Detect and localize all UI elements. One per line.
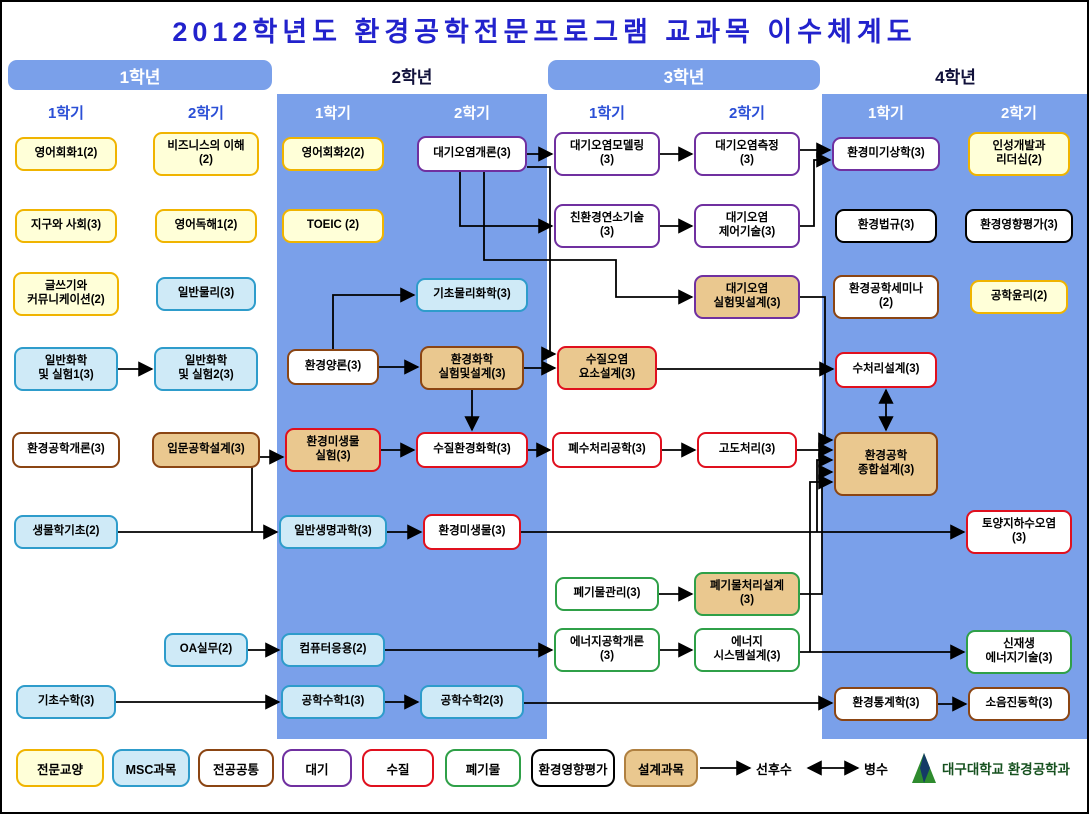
course-box: 폐기물처리설계 (3) xyxy=(694,572,800,616)
course-box: 에너지공학개론 (3) xyxy=(554,628,660,672)
page-title: 2012학년도 환경공학전문프로그램 교과목 이수체계도 xyxy=(172,17,917,47)
year2-header: 2학년 xyxy=(391,67,433,87)
course-box: 대기오염 제어기술(3) xyxy=(694,204,800,248)
course-box: 지구와 사회(3) xyxy=(15,209,117,243)
semester-label-2: 2학기 xyxy=(188,105,224,122)
semester-label-5: 1학기 xyxy=(589,105,625,122)
course-box: 환경법규(3) xyxy=(835,209,937,243)
course-box: 일반화학 및 실험1(3) xyxy=(14,347,118,391)
course-box: 환경공학개론(3) xyxy=(12,432,120,468)
legend-item-eia: 환경영향평가 xyxy=(531,749,615,787)
course-box: 에너지 시스템설계(3) xyxy=(694,628,800,672)
course-box: 영어독해1(2) xyxy=(155,209,257,243)
course-box: 일반물리(3) xyxy=(156,277,256,311)
year4-header: 4학년 xyxy=(935,67,976,87)
course-box: 폐수처리공학(3) xyxy=(552,432,662,468)
course-box: 대기오염모델링 (3) xyxy=(554,132,660,176)
university-logo-icon xyxy=(912,753,936,783)
corequisite-arrow-label: 병수 xyxy=(864,761,888,777)
course-box: 입문공학설계(3) xyxy=(152,432,260,468)
course-box: 환경통계학(3) xyxy=(834,687,938,721)
course-box: 컴퓨터응용(2) xyxy=(281,633,385,667)
course-box: TOEIC (2) xyxy=(282,209,384,243)
semester-label-6: 2학기 xyxy=(729,105,765,122)
course-box: 친환경연소기술 (3) xyxy=(554,204,660,248)
course-box: 환경미생물(3) xyxy=(423,514,521,550)
course-box: 비즈니스의 이해 (2) xyxy=(153,132,259,176)
year3-header: 3학년 xyxy=(548,60,820,90)
course-box: OA실무(2) xyxy=(164,633,248,667)
course-box: 글쓰기와 커뮤니케이션(2) xyxy=(13,272,119,316)
course-box: 대기오염개론(3) xyxy=(417,136,527,172)
semester-label-3: 1학기 xyxy=(315,105,351,122)
course-box: 토양지하수오염 (3) xyxy=(966,510,1072,554)
semester-label-8: 2학기 xyxy=(1001,105,1037,122)
course-box: 환경공학 종합설계(3) xyxy=(834,432,938,496)
legend-item-air: 대기 xyxy=(282,749,352,787)
course-box: 환경영향평가(3) xyxy=(965,209,1073,243)
legend-item-liberal: 전문교양 xyxy=(16,749,104,787)
course-box: 대기오염측정 (3) xyxy=(694,132,800,176)
course-box: 수질오염 요소설계(3) xyxy=(557,346,657,390)
course-box: 공학윤리(2) xyxy=(970,280,1068,314)
course-box: 신재생 에너지기술(3) xyxy=(966,630,1072,674)
course-box: 공학수학2(3) xyxy=(420,685,524,719)
course-box: 공학수학1(3) xyxy=(281,685,385,719)
course-box: 환경공학세미나 (2) xyxy=(833,275,939,319)
course-box: 기초물리화학(3) xyxy=(416,278,528,312)
course-box: 수처리설계(3) xyxy=(835,352,937,388)
course-box: 환경미기상학(3) xyxy=(832,137,940,171)
university-department-label: 대구대학교 환경공학과 xyxy=(942,762,1070,777)
legend-item-major: 전공공통 xyxy=(198,749,274,787)
course-box: 환경양론(3) xyxy=(287,349,379,385)
semester-label-1: 1학기 xyxy=(48,105,84,122)
semester-label-7: 1학기 xyxy=(868,105,904,122)
legend-item-msc: MSC과목 xyxy=(112,749,190,787)
course-box: 고도처리(3) xyxy=(697,432,797,468)
course-box: 일반화학 및 실험2(3) xyxy=(154,347,258,391)
course-box: 인성개발과 리더십(2) xyxy=(968,132,1070,176)
course-box: 대기오염 실험및설계(3) xyxy=(694,275,800,319)
year1-header: 1학년 xyxy=(8,60,272,90)
course-box: 일반생명과학(3) xyxy=(279,515,387,549)
course-box: 기초수학(3) xyxy=(16,685,116,719)
course-box: 생물학기초(2) xyxy=(14,515,118,549)
prerequisite-arrow-label: 선후수 xyxy=(756,761,792,777)
legend-item-design: 설계과목 xyxy=(624,749,698,787)
course-box: 폐기물관리(3) xyxy=(555,577,659,611)
course-box: 환경화학 실험및설계(3) xyxy=(420,346,524,390)
semester-label-4: 2학기 xyxy=(454,105,490,122)
course-box: 소음진동학(3) xyxy=(968,687,1070,721)
legend-item-waste: 폐기물 xyxy=(445,749,521,787)
course-box: 수질환경화학(3) xyxy=(416,432,528,468)
course-box: 영어회화2(2) xyxy=(282,137,384,171)
course-box: 환경미생물 실험(3) xyxy=(285,428,381,472)
legend-item-water: 수질 xyxy=(362,749,434,787)
course-box: 영어회화1(2) xyxy=(15,137,117,171)
